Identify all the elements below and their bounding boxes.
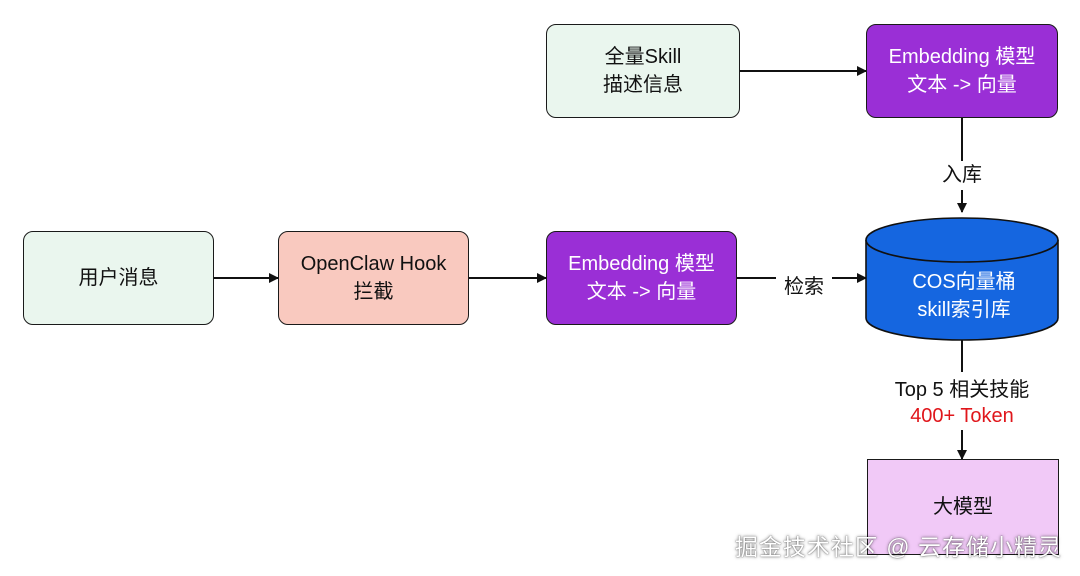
hook-line-2: 拦截	[353, 281, 394, 303]
ingest-edge-label: 入库	[932, 162, 992, 188]
user-message-label: 用户消息	[78, 267, 159, 289]
cos-bucket-cylinder	[865, 217, 1059, 341]
embedding-mid-line-1: Embedding 模型	[568, 253, 715, 275]
hook-line-1: OpenClaw Hook	[300, 253, 447, 275]
all-skills-line-1: 全量Skill	[604, 46, 682, 68]
embedding-top-line-2: 文本 -> 向量	[907, 74, 1017, 96]
user-message-node: 用户消息	[23, 231, 214, 325]
embedding-model-mid-node: Embedding 模型 文本 -> 向量	[546, 231, 737, 325]
search-edge-label: 检索	[776, 274, 832, 300]
embedding-top-line-1: Embedding 模型	[888, 46, 1036, 68]
cos-bucket-label: COS向量桶 skill索引库	[866, 268, 1062, 324]
embedding-mid-line-2: 文本 -> 向量	[586, 281, 697, 303]
openclaw-hook-node: OpenClaw Hook 拦截	[278, 231, 469, 325]
token-edge-label: 400+ Token	[890, 403, 1034, 429]
top5-edge-label: Top 5 相关技能	[870, 377, 1054, 403]
cos-line-2: skill索引库	[917, 299, 1011, 321]
watermark: 掘金技术社区 @ 云存储小精灵	[734, 534, 1062, 560]
all-skills-line-2: 描述信息	[603, 74, 683, 96]
cos-line-1: COS向量桶	[912, 271, 1016, 293]
embedding-model-top-node: Embedding 模型 文本 -> 向量	[866, 24, 1058, 118]
all-skills-node: 全量Skill 描述信息	[546, 24, 740, 118]
llm-node: 大模型	[867, 459, 1059, 555]
llm-label: 大模型	[933, 496, 993, 518]
